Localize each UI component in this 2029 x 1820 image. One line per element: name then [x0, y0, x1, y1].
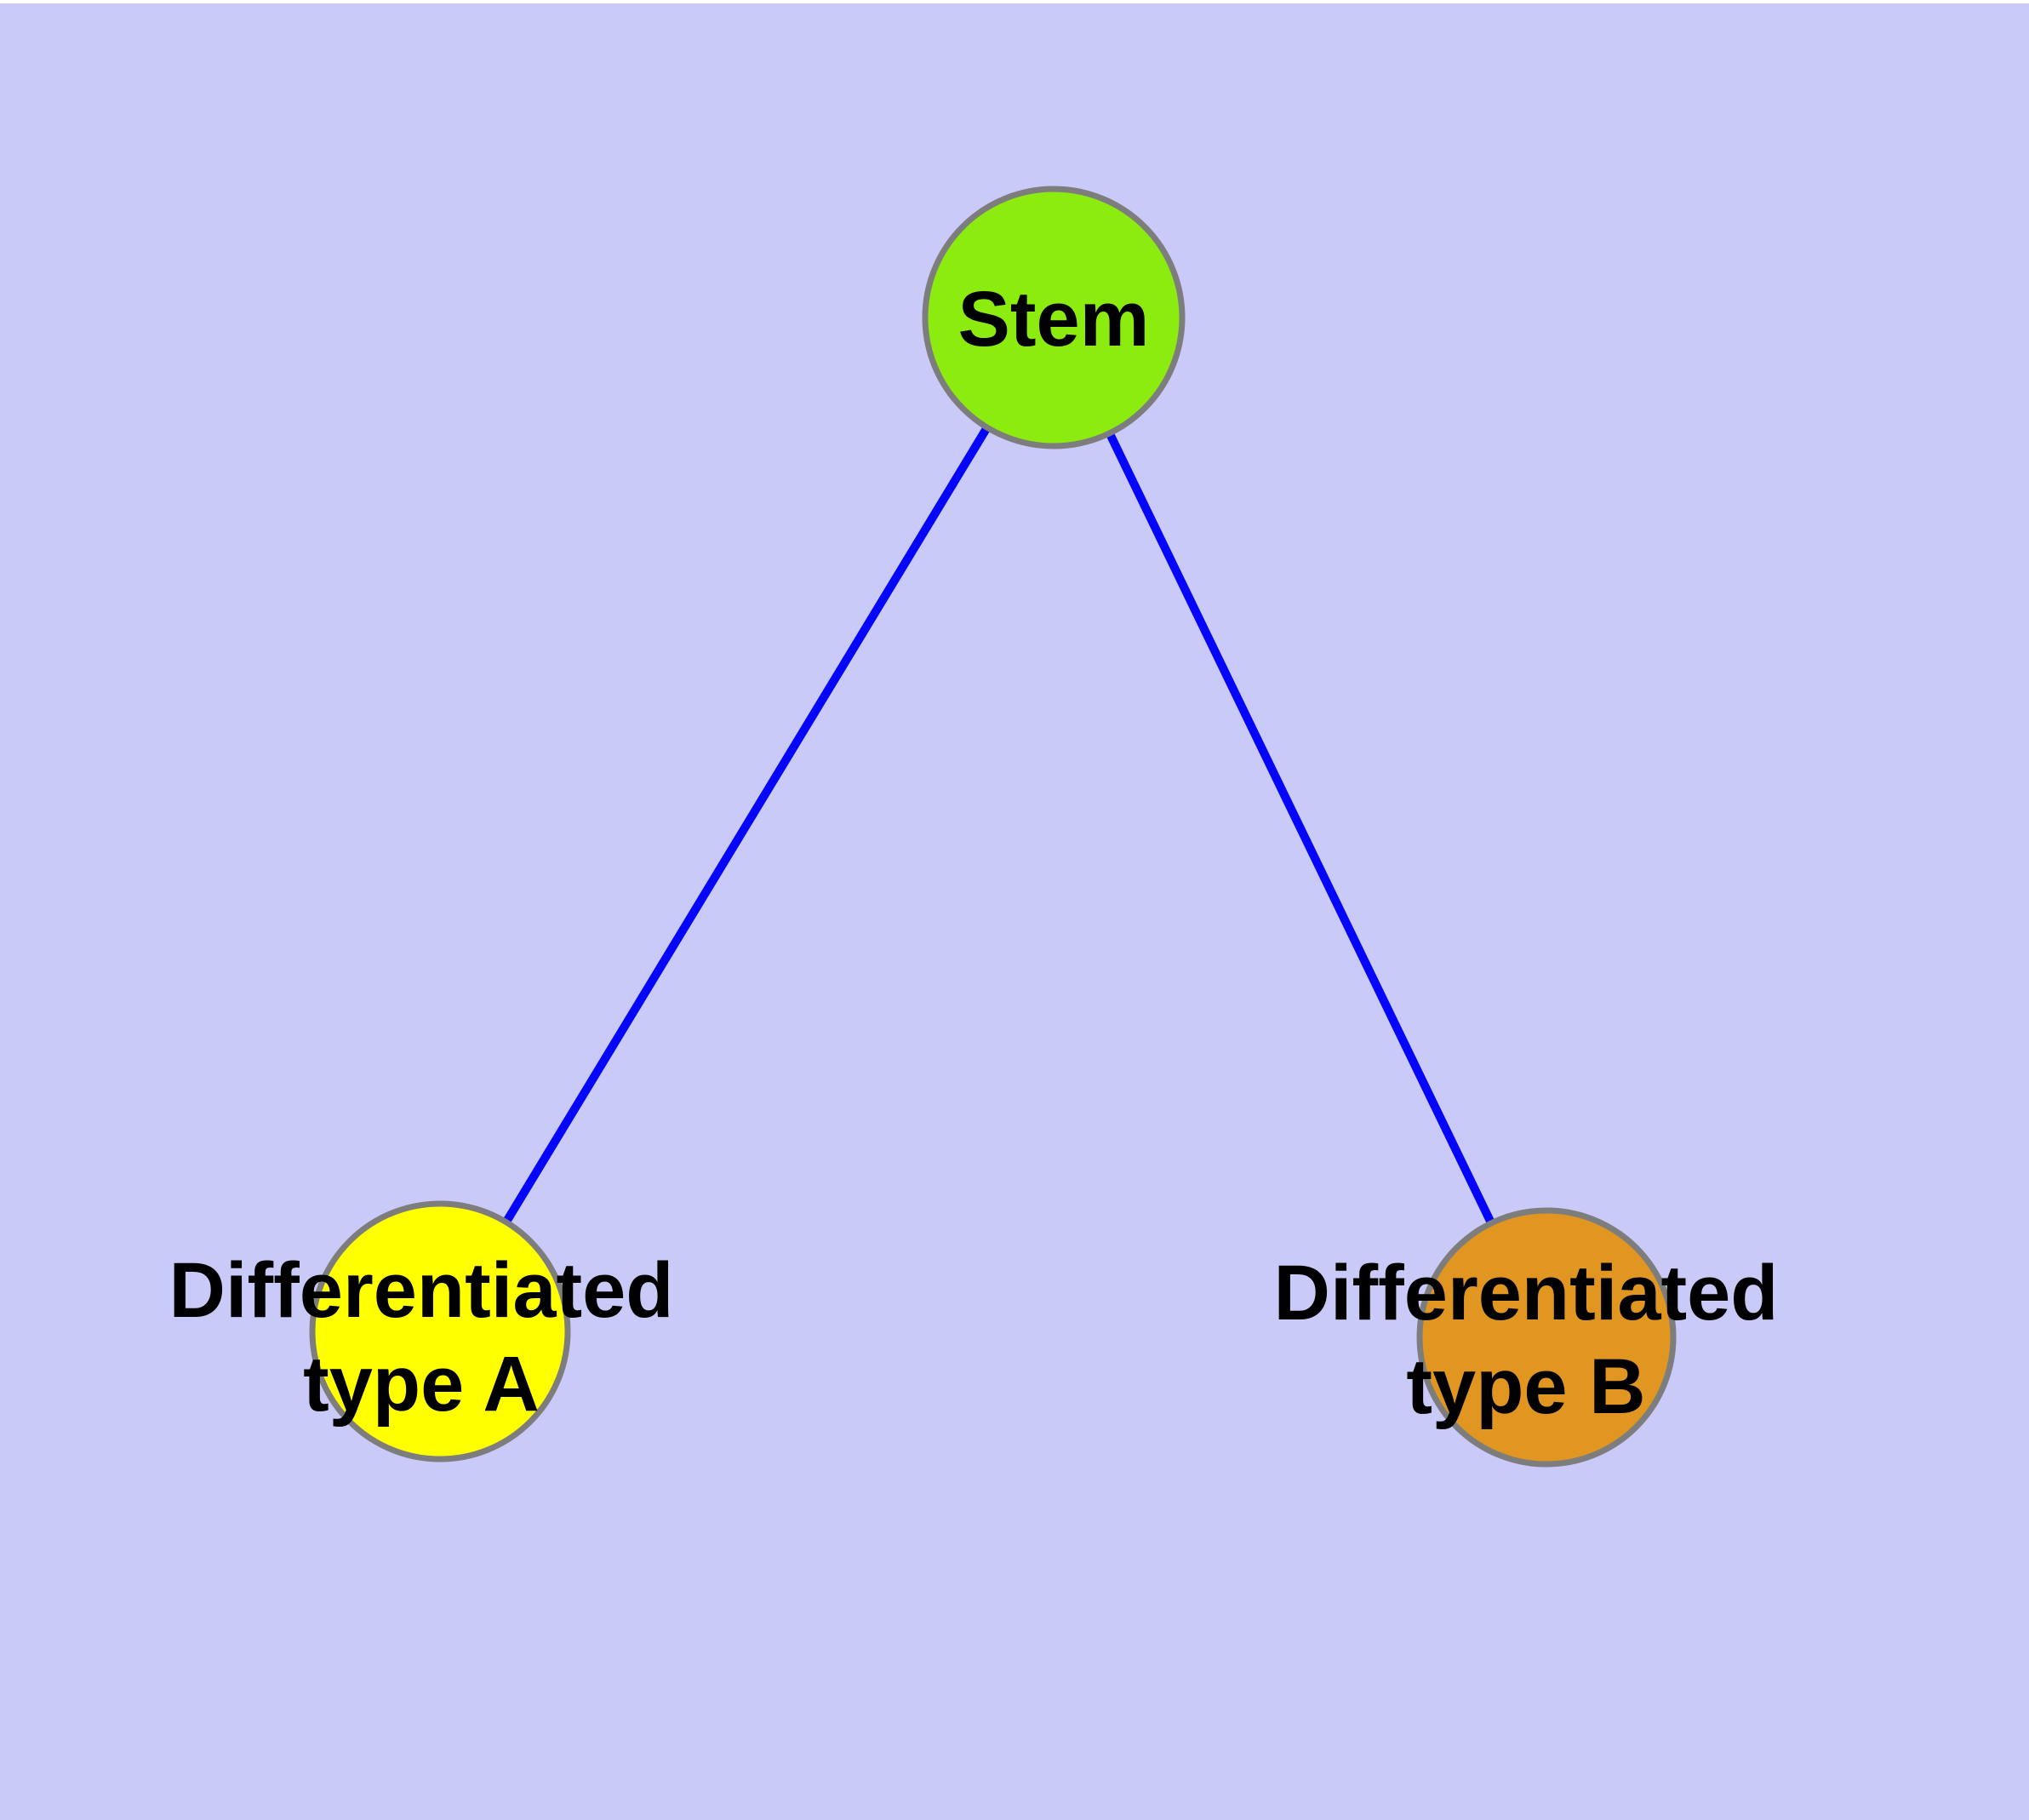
node-stem-label: Stem [957, 276, 1150, 363]
node-stem-circle [922, 186, 1186, 449]
node-type-a-label: Differentiated type A [169, 1244, 674, 1431]
edge-stem-to-type-b [1049, 315, 1551, 1340]
node-type-a-label-line-1: Differentiated [169, 1247, 674, 1334]
node-type-a-label-line-2: type A [303, 1341, 540, 1428]
node-type-b-circle [1416, 1207, 1677, 1468]
node-type-a-circle [309, 1200, 571, 1462]
node-type-b-label: Differentiated type B [1274, 1246, 1779, 1434]
edge-stem-to-type-a [436, 315, 1058, 1334]
node-type-b-label-line-2: type B [1406, 1343, 1646, 1430]
node-type-b-label-line-1: Differentiated [1273, 1250, 1779, 1336]
top-margin-strip [0, 0, 2029, 3]
